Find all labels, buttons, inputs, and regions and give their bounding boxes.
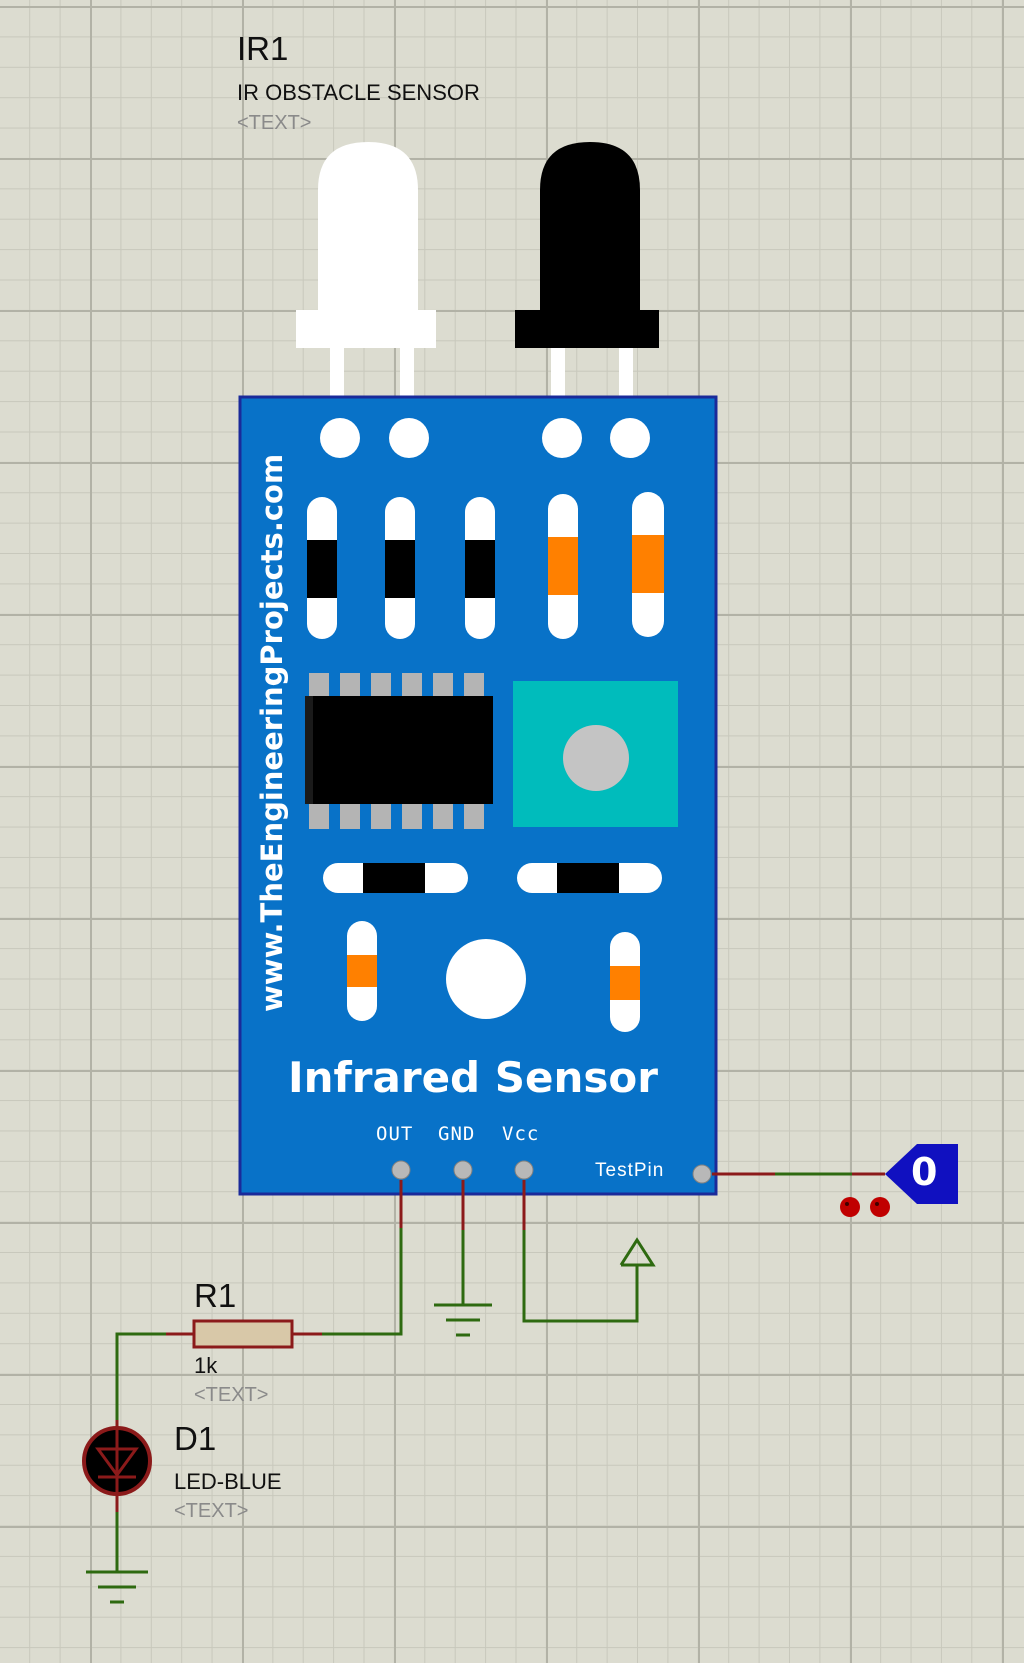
smd-resistor-horizontal: [323, 863, 468, 893]
ground-symbol: [86, 1570, 148, 1604]
smd-resistor: [307, 497, 337, 639]
resistor-r1[interactable]: [192, 1319, 294, 1349]
led-text-placeholder: <TEXT>: [174, 1500, 249, 1522]
sensor-ref-label: IR1: [237, 30, 289, 67]
smd-resistor: [610, 932, 640, 1032]
mounting-hole: [446, 939, 526, 1019]
sensor-text-placeholder: <TEXT>: [237, 112, 312, 134]
board-pins[interactable]: [391, 1160, 712, 1184]
smd-resistor: [385, 497, 415, 639]
ir-emitter-led[interactable]: [296, 142, 436, 430]
ground-symbol: [434, 1303, 492, 1337]
probe-state-label: 0: [911, 1150, 938, 1194]
resistor-text-placeholder: <TEXT>: [194, 1384, 269, 1406]
smd-resistor: [632, 492, 664, 637]
resistor-ref-label: R1: [194, 1277, 237, 1314]
smd-resistor: [347, 921, 377, 1021]
wires[interactable]: [115, 1172, 885, 1572]
pin-label-gnd: GND: [438, 1123, 476, 1145]
pin-label-out: OUT: [376, 1123, 414, 1145]
smd-resistor: [465, 497, 495, 639]
board-title: Infrared Sensor: [288, 1053, 658, 1102]
logic-probe[interactable]: [840, 1144, 958, 1217]
led-value-label: LED-BLUE: [174, 1469, 282, 1494]
potentiometer: [513, 681, 678, 827]
power-terminal-arrow: [619, 1237, 656, 1267]
pin-label-vcc: Vcc: [502, 1123, 540, 1145]
website-label: www.TheEngineeringProjects.com: [255, 453, 289, 1012]
sensor-value-label: IR OBSTACLE SENSOR: [237, 80, 480, 105]
comparator-ic: [305, 673, 493, 829]
led-d1[interactable]: [82, 1426, 152, 1496]
led-pads: [320, 418, 650, 458]
smd-resistor-horizontal: [517, 863, 662, 893]
ir-receiver-photodiode[interactable]: [515, 142, 659, 430]
smd-resistor: [548, 494, 578, 639]
resistor-value-label: 1k: [194, 1353, 218, 1378]
pin-label-testpin: TestPin: [595, 1160, 665, 1181]
led-ref-label: D1: [174, 1420, 217, 1457]
